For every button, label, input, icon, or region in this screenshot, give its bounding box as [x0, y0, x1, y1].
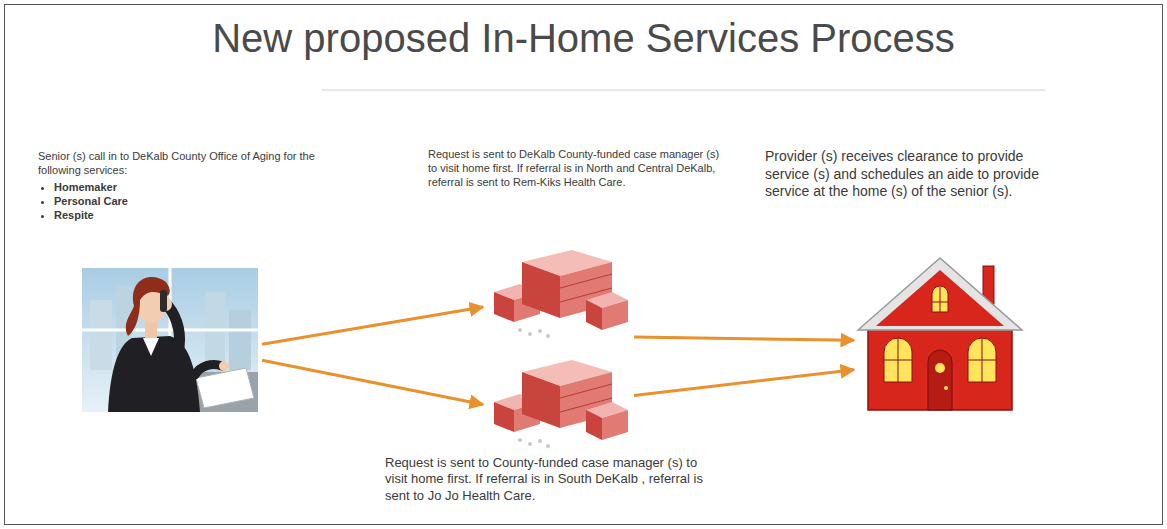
service-list: HomemakerPersonal CareRespite	[38, 180, 338, 223]
step-text: Request is sent to DeKalb County-funded …	[428, 148, 728, 189]
process-step: Request is sent to County-funded case ma…	[487, 355, 630, 445]
process-step: Provider (s) receives clearance to provi…	[858, 255, 1022, 410]
step-text: Request is sent to County-funded case ma…	[385, 455, 707, 504]
step-description: Provider (s) receives clearance to provi…	[765, 148, 1065, 201]
process-step: Senior (s) call in to DeKalb County Offi…	[82, 268, 258, 412]
process-step: Request is sent to DeKalb County-funded …	[487, 245, 630, 345]
flow-arrow	[634, 337, 854, 340]
service-item: Homemaker	[54, 180, 338, 194]
service-item: Personal Care	[54, 194, 338, 208]
senior-house	[858, 258, 1022, 410]
step-text: Provider (s) receives clearance to provi…	[765, 148, 1065, 201]
case-manager-building	[494, 250, 628, 338]
flow-arrow	[262, 360, 483, 404]
outer-frame	[5, 5, 1163, 525]
step-description: Request is sent to County-funded case ma…	[385, 455, 707, 504]
case-manager-building	[494, 360, 628, 448]
title-rule	[322, 90, 1045, 91]
step-description: Request is sent to DeKalb County-funded …	[428, 148, 728, 189]
caller-icon	[82, 268, 258, 412]
flow-arrow	[634, 370, 854, 396]
flow-arrow	[262, 307, 483, 344]
step-description: Senior (s) call in to DeKalb County Offi…	[38, 150, 338, 222]
step-text: Senior (s) call in to DeKalb County Offi…	[38, 150, 338, 178]
diagram-title: New proposed In-Home Services Process	[0, 14, 1167, 62]
service-item: Respite	[54, 208, 338, 222]
